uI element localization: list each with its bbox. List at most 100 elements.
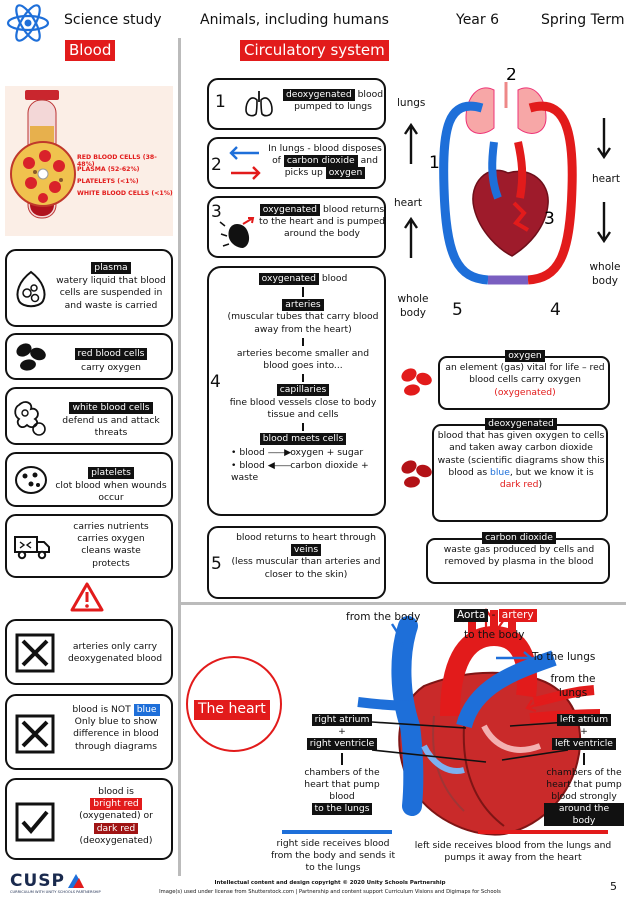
def-deox-dark: dark red — [499, 479, 539, 491]
dark-cells-icon — [401, 460, 432, 488]
fact-text-c: (deoxygenated) — [79, 834, 153, 846]
left-side-bar — [478, 830, 608, 834]
diagram-label-heart-right: heart — [592, 173, 620, 185]
circ-step-5: 5 blood returns to heart through veins (… — [207, 526, 386, 599]
step2-tag-co2: carbon dioxide — [283, 155, 358, 167]
red-cells-icon — [16, 343, 46, 371]
arrow-from-body-icon — [390, 623, 409, 649]
connector-right — [341, 752, 343, 765]
def-carbon-text: waste gas produced by cells and removed … — [443, 544, 595, 568]
composition-label-2: PLATELETS (<1%) — [77, 178, 139, 185]
arrow-down-icon — [597, 118, 611, 160]
divider-horizontal — [180, 602, 626, 605]
heart-title: The heart — [194, 698, 270, 720]
step2-tag-oxygen: oxygen — [325, 167, 366, 179]
cusp-logo-text: CUSP — [10, 871, 65, 891]
white-cells-icon — [14, 401, 46, 436]
transport-line-2: carries oxygen — [77, 533, 145, 545]
misconception-1-text: arteries only carry deoxygenated blood — [67, 641, 163, 665]
platelets-card: platelets clot blood when wounds occur — [5, 452, 173, 507]
def-carbon-title: carbon dioxide — [482, 532, 556, 544]
def-deox-text2: , but we know it is — [509, 466, 594, 478]
composition-label-3: WHITE BLOOD CELLS (<1%) — [77, 190, 173, 197]
transport-line-3: cleans waste — [81, 545, 141, 557]
header-year: Year 6 — [456, 12, 499, 28]
circ-step-1: 1 deoxygenated blood pumped to lungs — [207, 78, 386, 130]
step4-capillaries: capillaries — [276, 384, 330, 396]
lungs-icon — [245, 91, 273, 117]
step2-text-a: In lungs - blood disposes of — [268, 143, 382, 167]
step3-text: blood returns to the heart and is pumped… — [259, 204, 385, 240]
tick-box-icon — [15, 802, 55, 842]
step3-tag: oxygenated — [259, 204, 321, 216]
warning-icon — [70, 582, 104, 612]
fact-text-a: blood is — [98, 786, 134, 797]
def-deoxygenated: deoxygenated blood that has given oxygen… — [432, 418, 608, 522]
white-cells-text: defend us and attack threats — [62, 415, 160, 439]
left-chambers-text: chambers of the heart that pump blood st… — [546, 766, 622, 803]
diagram-label-lungs: lungs — [397, 97, 426, 109]
label-left-atrium: left atrium — [556, 714, 612, 726]
diagram-number-2: 2 — [506, 68, 517, 85]
label-right-atrium: right atrium — [311, 714, 373, 726]
arrow-to-lungs-icon — [496, 651, 533, 664]
label-from-body: from the body — [346, 611, 421, 623]
arrow-up-icon — [404, 122, 418, 164]
page-number: 5 — [610, 880, 617, 893]
circ-step-4: 4 oxygenated blood arteries (muscular tu… — [207, 266, 386, 516]
step4-bullet2: blood — [239, 459, 265, 471]
arrow-down-icon — [597, 202, 611, 244]
step5-text-b: (less muscular than arteries and closer … — [231, 556, 381, 580]
white-cells-card: white blood cells defend us and attack t… — [5, 387, 173, 445]
def-carbon: carbon dioxide waste gas produced by cel… — [426, 532, 610, 584]
right-chambers-text: chambers of the heart that pump blood — [304, 766, 380, 803]
transport-line-4: protects — [92, 557, 130, 569]
plus-left: + — [580, 726, 588, 738]
connector-left — [583, 752, 585, 765]
right-side-text: right side receives blood from the body … — [270, 838, 396, 874]
header-topic: Animals, including humans — [200, 12, 389, 28]
step5-veins: veins — [290, 544, 322, 556]
step1-text: blood pumped to lungs — [294, 89, 384, 113]
white-cells-title: white blood cells — [69, 402, 153, 415]
cusp-logo-mark — [67, 874, 84, 888]
def-oxygen-text: an element (gas) vital for life – red bl… — [445, 362, 605, 386]
diagram-number-4-label: 4 — [550, 300, 561, 320]
gas-exchange-arrows-icon — [229, 146, 261, 180]
truck-icon — [14, 536, 50, 560]
cross-box-icon — [15, 633, 55, 673]
diagram-label-whole-body-right: whole body — [589, 261, 621, 288]
diagram-number-1: 1 — [429, 153, 440, 173]
def-deox-text3: ) — [538, 479, 543, 491]
misconception-2-blue: blue — [133, 704, 160, 716]
footer-copyright: Intellectual content and design copyrigh… — [214, 880, 446, 886]
left-chambers-block: left atrium + left ventricle chambers of… — [544, 714, 624, 827]
right-chambers-tag: to the lungs — [311, 803, 373, 815]
cusp-logo-sub: CURRICULUM WITH UNITY SCHOOLS PARTNERSHI… — [10, 890, 101, 894]
step4-mid-text: arteries become smaller and blood goes i… — [236, 347, 370, 372]
transport-line-1: carries nutrients — [73, 521, 149, 532]
step4-bullet1: blood — [239, 447, 265, 459]
label-from-lungs: from the lungs — [550, 673, 596, 700]
def-deox-text: blood that has given oxygen to cells and… — [437, 430, 605, 478]
transport-card: carries nutrients carries oxygen cleans … — [5, 514, 173, 578]
footer-license: Image(s) used under license from Shutter… — [159, 889, 501, 895]
fact-card: blood is bright red (oxygenated) or dark… — [5, 778, 173, 860]
circ-step-3: 3 oxygenated blood returns to the heart … — [207, 196, 386, 258]
def-oxygen-tag: (oxygenated) — [494, 386, 556, 398]
header-subject: Science study — [64, 12, 162, 28]
plasma-card: plasma watery liquid that blood cells ar… — [5, 249, 173, 327]
step4-connector — [302, 374, 304, 383]
pointer-line-right — [371, 721, 487, 763]
left-side-text: left side receives blood from the lungs … — [414, 840, 612, 864]
composition-label-1: PLASMA (52-62%) — [77, 166, 140, 173]
step4-meets: blood meets cells — [259, 433, 347, 445]
arrow-up-icon — [404, 216, 418, 258]
diagram-number-5-label: 5 — [452, 300, 463, 320]
pointer-line-left — [501, 721, 569, 761]
step4-cap-text: fine blood vessels close to body tissue … — [229, 396, 377, 420]
step2-text-b: and picks up — [284, 155, 378, 179]
diagram-label-whole-body-left: whole body — [397, 293, 429, 320]
step1-tag: deoxygenated — [282, 89, 355, 101]
right-chambers-block: right atrium + right ventricle chambers … — [302, 714, 382, 816]
